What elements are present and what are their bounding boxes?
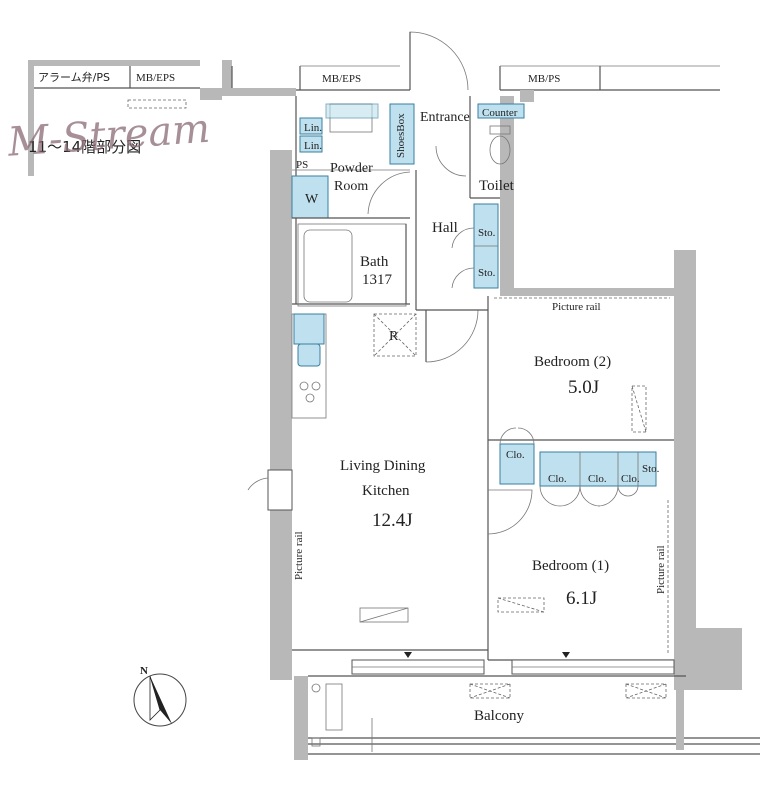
shoes-box-label: ShoesBox [395,113,407,158]
balcony-label: Balcony [474,708,524,724]
bath-label-2: 1317 [362,272,393,288]
picture-rail-bedroom2: Picture rail [552,301,601,313]
compass-north-label: N [140,665,148,677]
bedroom2-size: 5.0J [568,377,599,398]
shaft-area-top-right [499,65,720,102]
washer-label: W [305,192,319,207]
bedroom-2 [487,296,674,441]
bathroom [297,223,407,307]
powder-room-label-1: Powder [330,161,373,176]
living-dining-kitchen [292,607,488,651]
sto-1-label: Sto. [478,227,496,239]
refrigerator [373,313,417,357]
closets [499,427,657,507]
picture-rail-bedroom1: Picture rail [655,545,667,594]
toilet-room [469,96,525,199]
entrance-label: Entrance [420,110,470,125]
lin-1-label: Lin. [304,122,322,134]
hall-label: Hall [432,220,458,236]
lin-2-label: Lin. [304,140,322,152]
clo-4-label: Clo. [621,473,640,485]
living-size: 12.4J [372,510,413,531]
clo-1-label: Clo. [506,449,525,461]
ps-label: PS [296,159,308,171]
floor-note: 11〜14階部分図 [28,138,141,156]
bath-label-1: Bath [360,254,389,270]
bedroom1-size: 6.1J [566,588,597,609]
mb-eps-left-label: MB/EPS [136,72,175,84]
powder-room [291,103,411,219]
clo-3-label: Clo. [588,473,607,485]
compass-icon [133,673,187,727]
refrigerator-label: R [389,329,399,344]
shaft-area-top-left [28,60,200,176]
living-label-2: Kitchen [362,483,410,499]
bedroom2-name: Bedroom (2) [534,354,611,370]
watermark: M-Stream [5,106,211,166]
powder-room-label-2: Room [334,179,368,194]
kitchen-counter [291,313,327,419]
outer-walls [200,88,742,690]
balcony [294,675,760,760]
toilet-label: Toilet [479,178,515,194]
mb-eps-center-label: MB/EPS [322,73,361,85]
shaft-area-top-center [222,60,410,92]
bedroom1-name: Bedroom (1) [532,558,609,574]
living-label-1: Living Dining [340,458,426,474]
sto-2-label: Sto. [478,267,496,279]
shoes-box: ShoesBox [389,103,415,165]
mb-ps-label: MB/PS [528,73,560,85]
living-side-window [247,469,293,511]
sto-3-label: Sto. [642,463,660,475]
counter-label: Counter [482,107,518,119]
picture-rail-living: Picture rail [293,531,305,580]
clo-2-label: Clo. [548,473,567,485]
hall-door[interactable] [416,309,488,363]
balcony-sashes [351,652,675,675]
hall [415,145,499,310]
entrance-door[interactable] [409,31,469,91]
alarm-ps-label: アラーム弁/PS [38,70,110,84]
